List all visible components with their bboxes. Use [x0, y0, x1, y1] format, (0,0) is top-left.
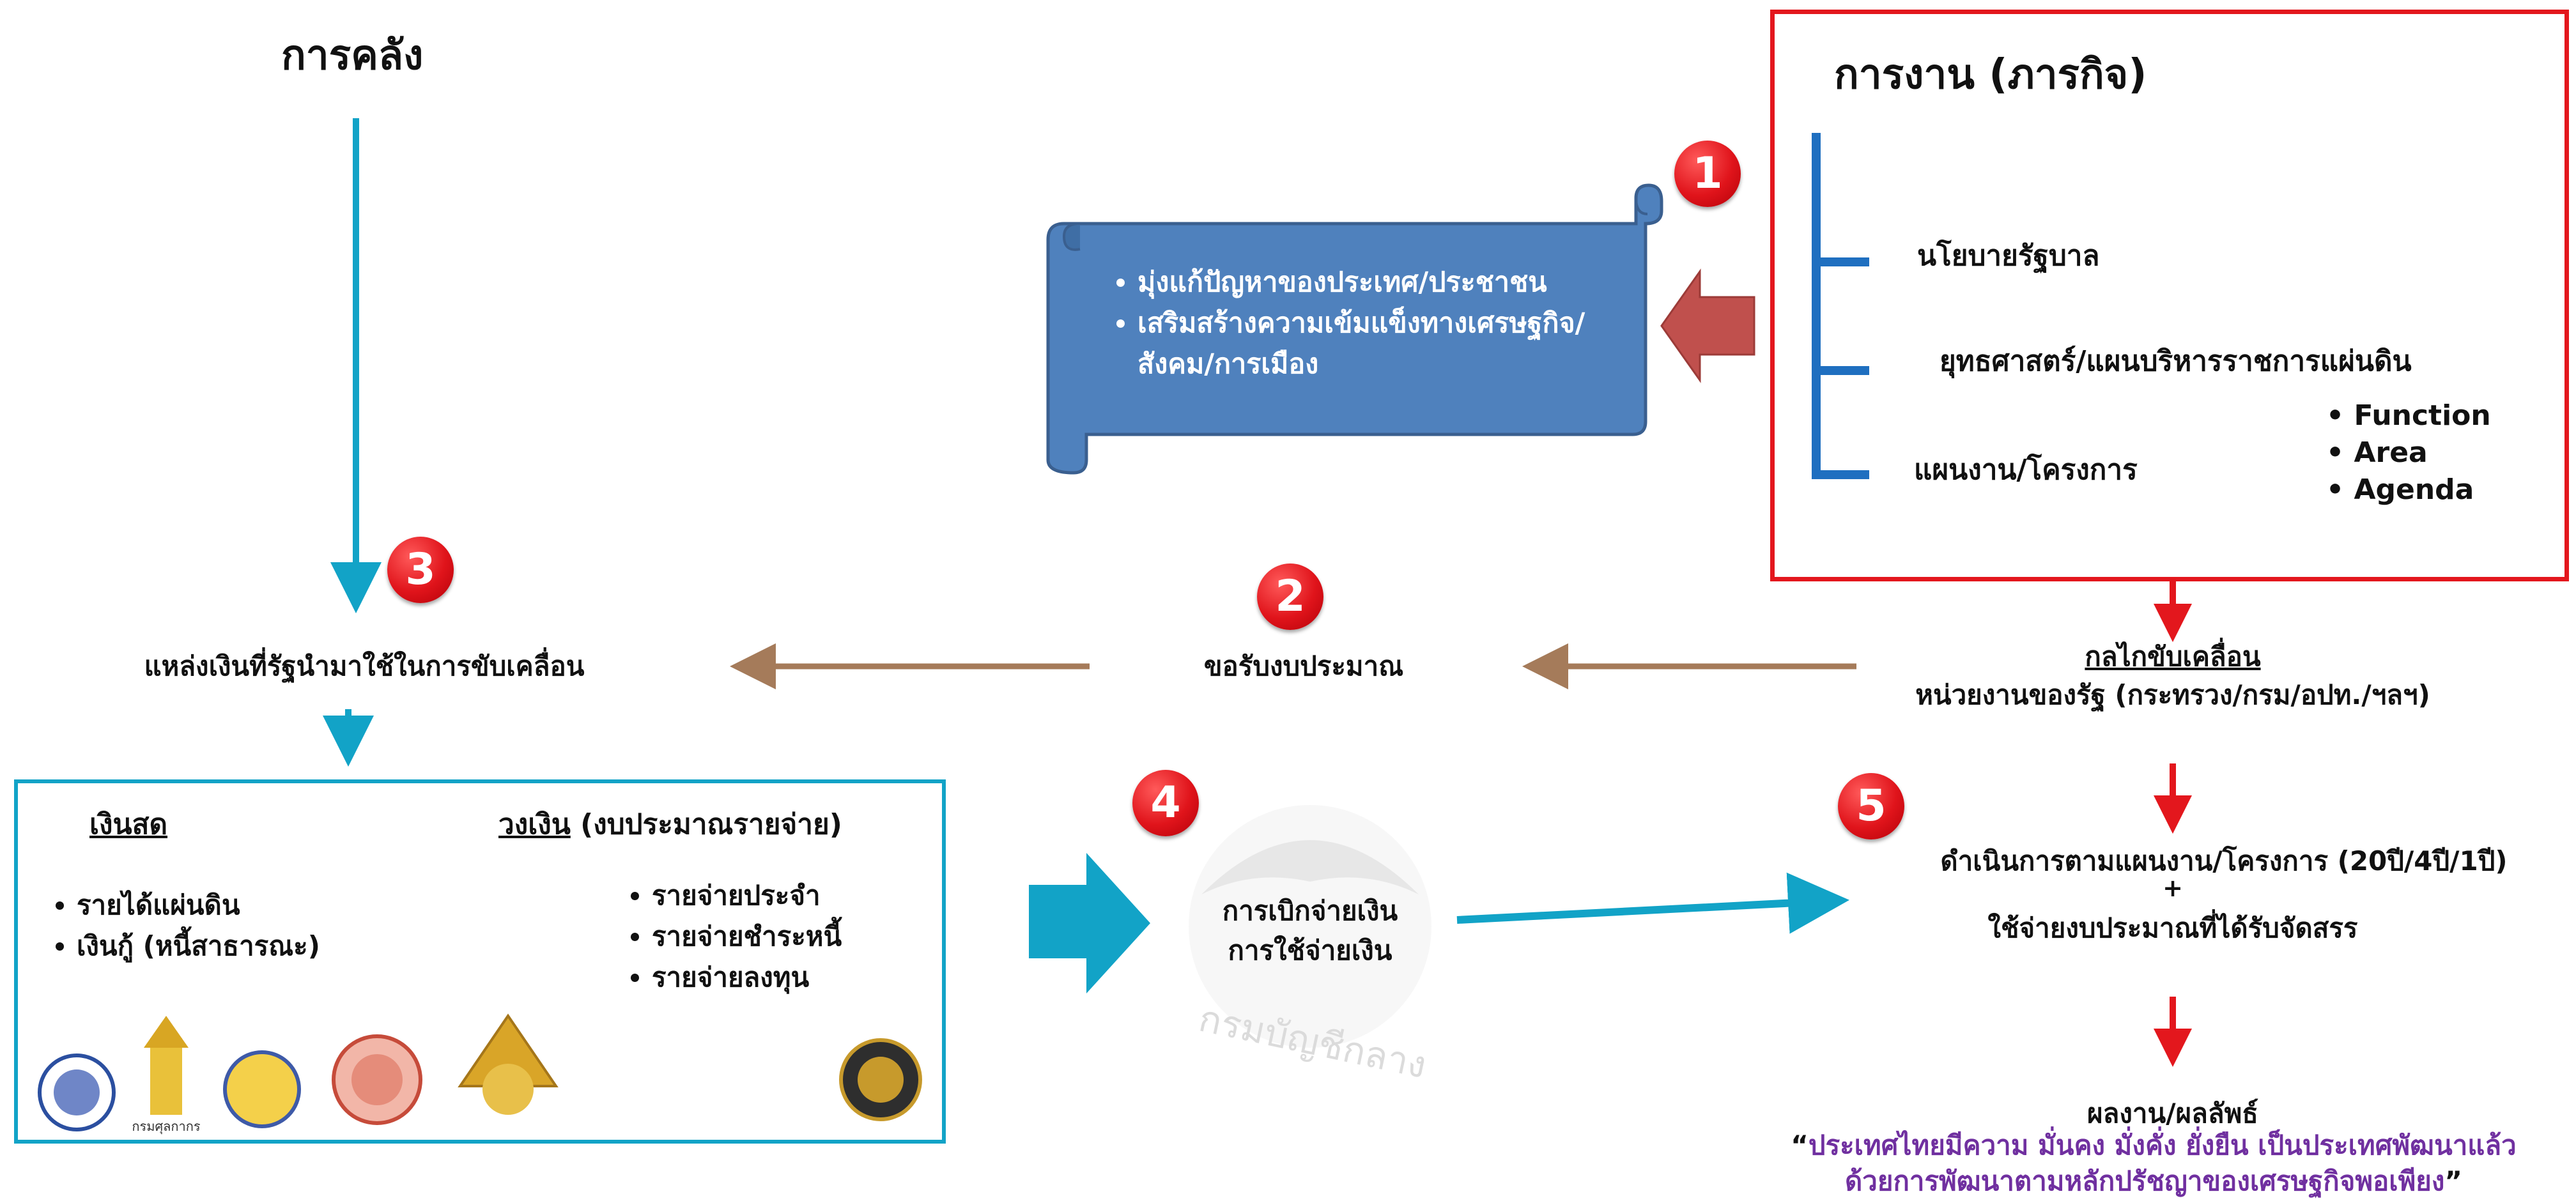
expense-item: รายจ่ายประจำ [652, 875, 842, 916]
scroll-banner [1046, 183, 1663, 475]
mechanism-title: กลไกขับเคลื่อน [2085, 641, 2261, 672]
mission-item-plan: แผนงาน/โครงการ [1914, 454, 2138, 486]
results-title: ผลงาน/ผลลัพธ์ [2087, 1098, 2258, 1129]
cash-heading: เงินสด [89, 808, 168, 841]
scroll-item: มุ่งแก้ปัญหาของประเทศ/ประชาชน [1138, 262, 1623, 303]
cash-item: เงินกู้ (หนี้สาธารณะ) [77, 926, 320, 967]
step-badge-2: 2 [1257, 563, 1323, 630]
step-badge-5: 5 [1838, 773, 1904, 839]
dimension-area: Area [2354, 436, 2428, 469]
arrow-funds-to-disburse [1029, 853, 1150, 993]
execution-plus: + [2163, 874, 2183, 902]
funds-box [14, 779, 946, 1144]
budget-heading-main: วงเงิน [498, 808, 571, 841]
mission-title: การงาน (ภารกิจ) [1834, 51, 2147, 98]
logos: กรมศุลกากร [38, 1013, 922, 1135]
expense-item: รายจ่ายลงทุน [652, 957, 842, 998]
logo-customs-text: กรมศุลกากร [132, 1119, 200, 1135]
budget-request-label: ขอรับงบประมาณ [1203, 650, 1404, 682]
mechanism-subtitle: หน่วยงานของรัฐ (กระทรวง/กรม/อปท./ฯลฯ) [1915, 679, 2430, 710]
expense-item: รายจ่ายชำระหนี้ [652, 916, 842, 957]
quote-line-1: ประเทศไทยมีความ มั่นคง มั่งคั่ง ยั่งยืน … [1808, 1130, 2517, 1161]
treasury-title: การคลัง [281, 32, 424, 79]
disbursement-line-2: การใช้จ่ายเงิน [1228, 935, 1392, 966]
cash-item: รายได้แผ่นดิน [77, 885, 320, 926]
budget-heading: วงเงิน (งบประมาณรายจ่าย) [498, 802, 842, 847]
results-quote: “ประเทศไทยมีความ มั่นคง มั่งคั่ง ยั่งยืน… [1791, 1130, 2517, 1197]
scroll-text: มุ่งแก้ปัญหาของประเทศ/ประชาชน เสริมสร้าง… [1099, 262, 1623, 385]
execution-line-1: ดำเนินการตามแผนงาน/โครงการ (20ปี/4ปี/1ปี… [1940, 845, 2508, 877]
mission-box [1770, 10, 2569, 581]
mission-item-strategy: ยุทธศาสตร์/แผนบริหารราชการแผ่นดิน [1940, 345, 2412, 378]
dimension-function: Function [2354, 399, 2491, 432]
budget-heading-rest: (งบประมาณรายจ่าย) [570, 808, 842, 841]
cash-list: รายได้แผ่นดิน เงินกู้ (หนี้สาธารณะ) [45, 885, 320, 967]
scroll-item: เสริมสร้างความเข้มแข็งทางเศรษฐกิจ/ สังคม… [1138, 303, 1623, 385]
step-badge-1: 1 [1674, 141, 1741, 207]
disbursement-label: การเบิกจ่ายเงิน การใช้จ่ายเงิน [1189, 891, 1431, 970]
funding-source-label: แหล่งเงินที่รัฐนำมาใช้ในการขับเคลื่อน [144, 650, 585, 682]
arrow-disburse-to-execution [1456, 872, 1849, 934]
quote-line-2: ด้วยการพัฒนาตามหลักปรัชญาของเศรษฐกิจพอเพ… [1844, 1165, 2445, 1197]
execution-line-2: ใช้จ่ายงบประมาณที่ได้รับจัดสรร [1987, 912, 2358, 944]
step-badge-4: 4 [1132, 770, 1199, 836]
dimension-list: • Function • Area • Agenda [2326, 399, 2491, 506]
mission-item-policy: นโยบายรัฐบาล [1917, 240, 2100, 272]
step-badge-3: 3 [387, 537, 454, 603]
mission-bracket [1812, 133, 1869, 479]
arrow-mission-to-scroll [1660, 268, 1755, 383]
disbursement-line-1: การเบิกจ่ายเงิน [1222, 895, 1398, 926]
expense-list: รายจ่ายประจำ รายจ่ายชำระหนี้ รายจ่ายลงทุ… [620, 875, 842, 998]
dimension-agenda: Agenda [2354, 473, 2474, 506]
